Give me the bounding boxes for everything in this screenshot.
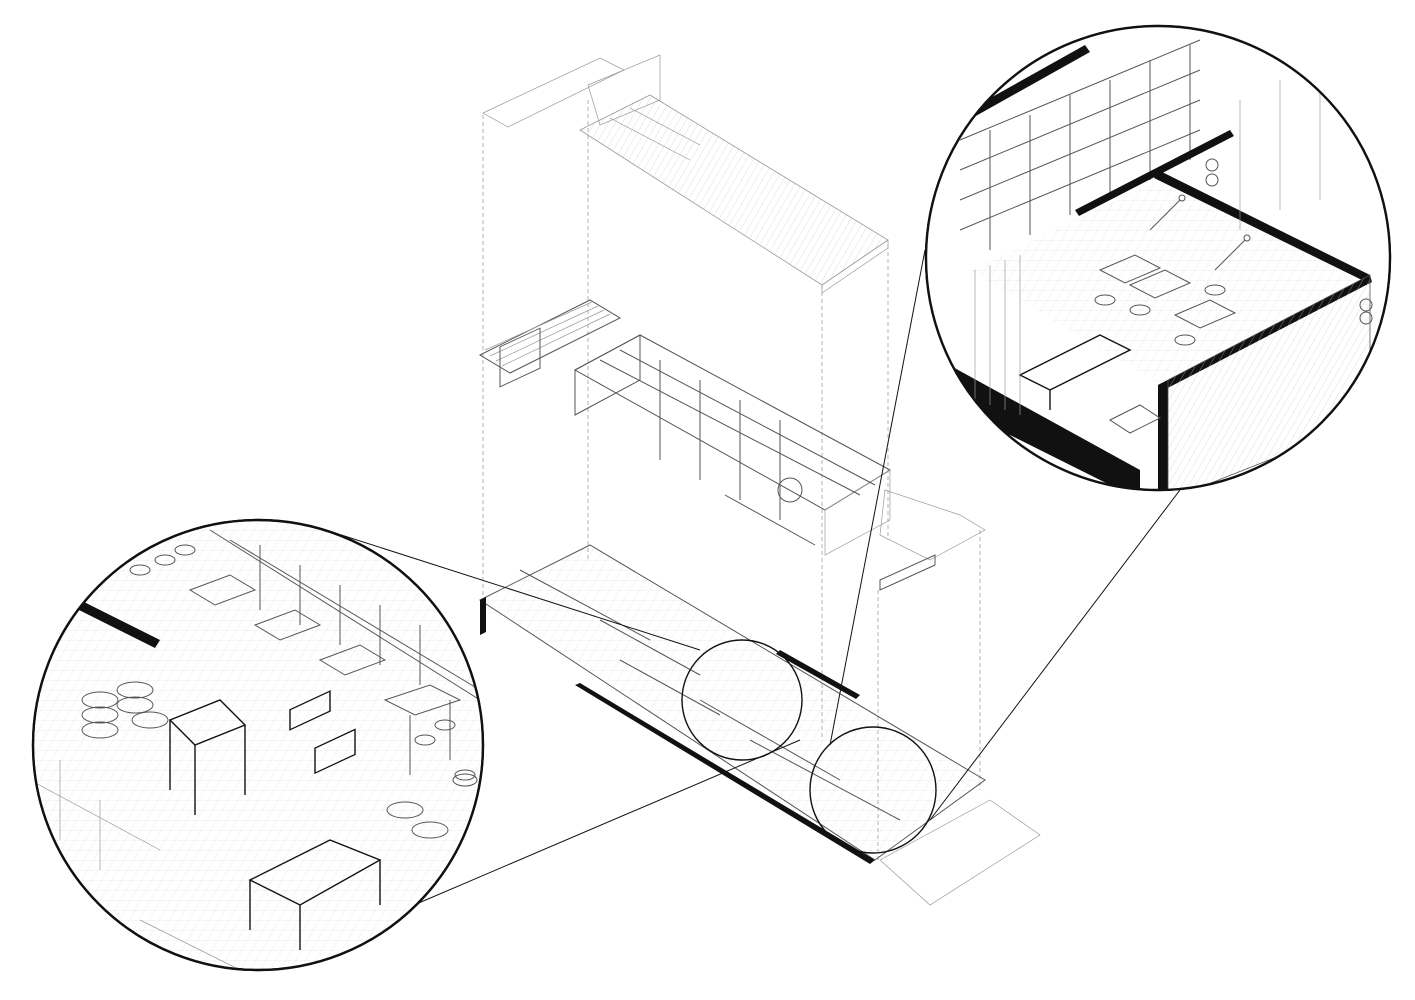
display-counter bbox=[168, 699, 247, 815]
bar-stools bbox=[129, 544, 476, 781]
shelving-wall bbox=[959, 39, 1201, 250]
wall-lamps bbox=[1149, 194, 1251, 271]
callout-leaders bbox=[331, 249, 1181, 906]
floor-plan-layer bbox=[479, 327, 1041, 906]
detail-callout-left bbox=[31, 518, 485, 972]
dining-tables bbox=[188, 574, 462, 775]
booth-seating bbox=[248, 690, 382, 950]
ceiling-structure-layer bbox=[478, 299, 986, 591]
detail-callout-right bbox=[924, 24, 1392, 492]
cafe-chairs bbox=[1094, 284, 1226, 346]
stacked-chairs bbox=[81, 681, 169, 739]
bench bbox=[1018, 334, 1132, 410]
logo-icon bbox=[1205, 158, 1373, 325]
cafe-tables bbox=[1098, 254, 1237, 434]
roof-layer bbox=[482, 54, 889, 294]
